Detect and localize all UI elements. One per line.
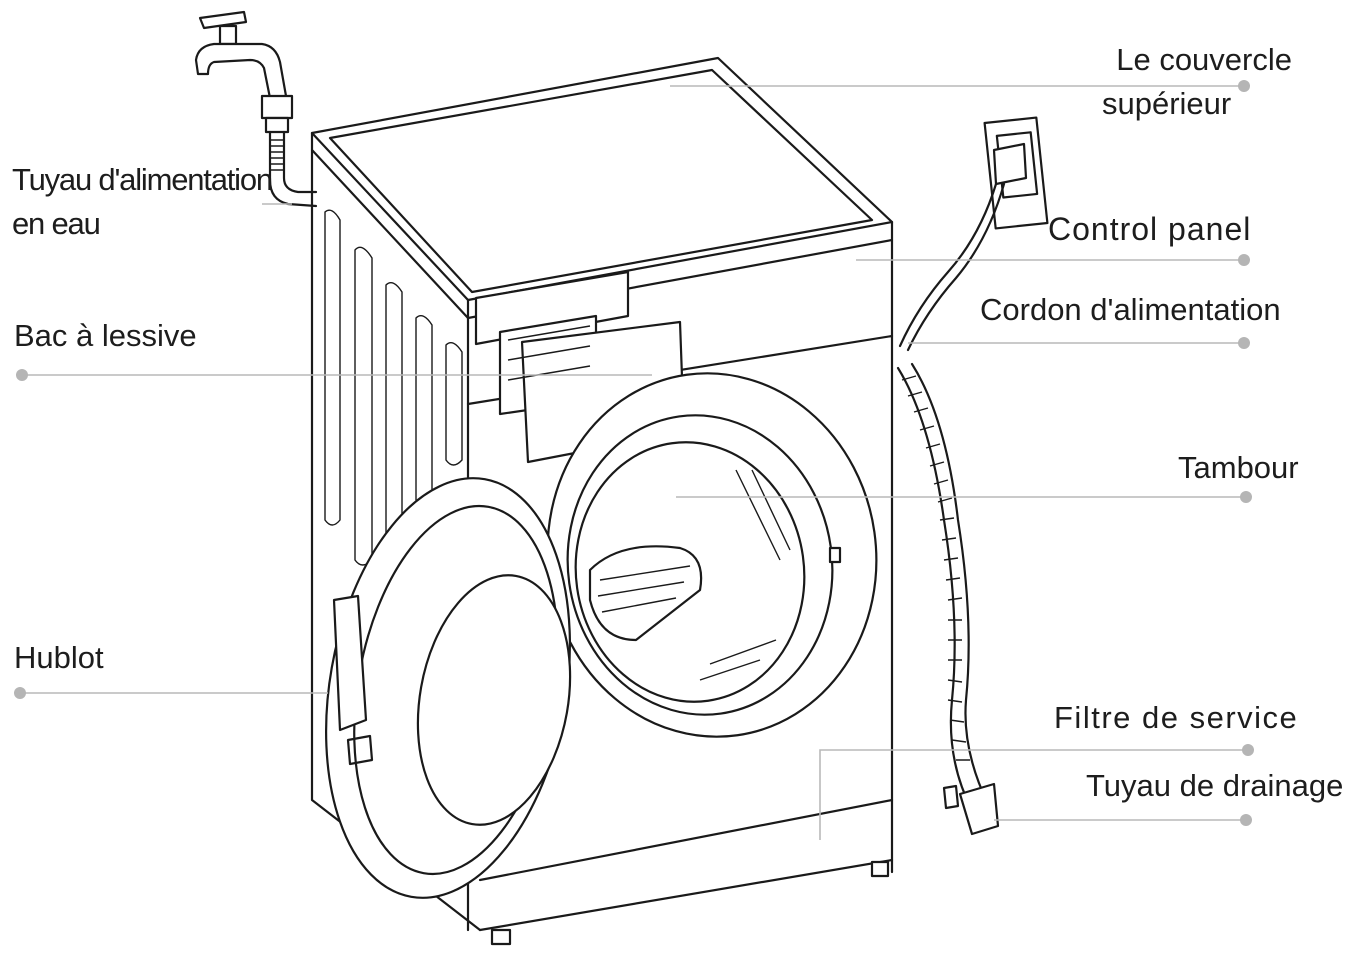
- wall-socket: [983, 116, 1049, 230]
- door: [325, 477, 572, 899]
- inlet-hose: [268, 130, 318, 208]
- label-hublot: Hublot: [14, 640, 104, 675]
- label-tuyau-alimentation-eau: Tuyau d'alimentation en eau: [12, 158, 273, 246]
- water-tap: [194, 10, 294, 134]
- drain-hose: [896, 362, 1000, 836]
- label-alimentation-line2: en eau: [12, 206, 101, 241]
- leader-lines: [14, 80, 1254, 840]
- label-couvercle-line1: Le couvercle: [1116, 42, 1292, 77]
- label-tambour: Tambour: [1178, 450, 1299, 485]
- label-alimentation-line1: Tuyau d'alimentation: [12, 162, 273, 197]
- drum: [546, 372, 878, 738]
- label-control-panel: Control panel: [1048, 211, 1252, 247]
- power-cord: [898, 182, 1006, 352]
- label-cordon-alimentation: Cordon d'alimentation: [980, 292, 1281, 327]
- label-couvercle-line2: supérieur: [1102, 86, 1232, 121]
- label-tuyau-de-drainage: Tuyau de drainage: [1086, 768, 1344, 803]
- leader-filtre: [819, 749, 1248, 840]
- label-bac-a-lessive: Bac à lessive: [14, 318, 197, 353]
- label-filtre-de-service: Filtre de service: [1054, 700, 1299, 735]
- label-couvercle-superieur: Le couvercle supérieur: [1080, 38, 1292, 126]
